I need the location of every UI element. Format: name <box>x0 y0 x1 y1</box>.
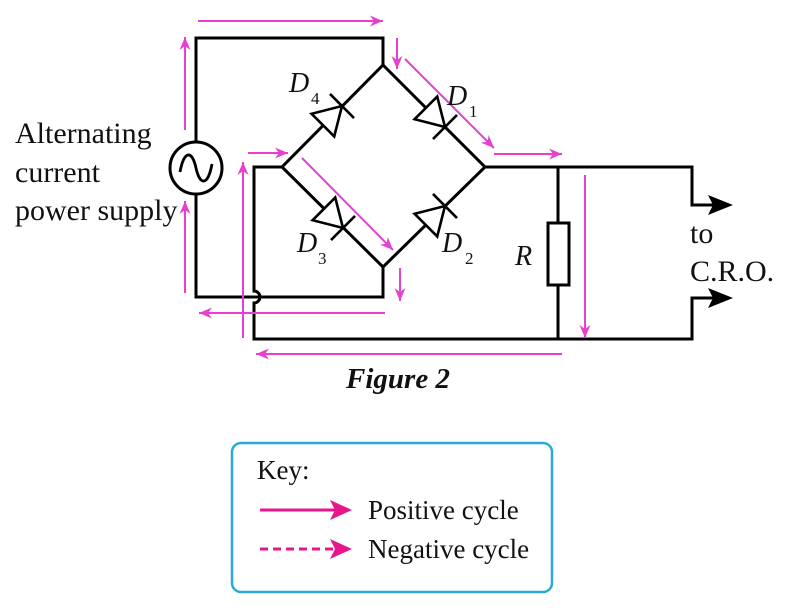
diode-d3-label: D <box>296 228 317 259</box>
legend-negative-label: Negative cycle <box>368 534 529 564</box>
diode-d2-icon <box>412 193 458 239</box>
diode-d4-subscript: 4 <box>311 89 320 108</box>
legend-title: Key: <box>257 455 309 485</box>
output-label-to: to <box>690 217 713 250</box>
current-flow-arrows <box>179 15 591 360</box>
legend-dashed-arrow-icon <box>330 539 352 559</box>
legend-box <box>230 441 554 594</box>
output-label-cro: C.R.O. <box>690 255 774 288</box>
diode-d1-icon <box>412 94 458 140</box>
diode-d1-label: D <box>446 81 467 112</box>
output-arrow-bottom-icon <box>708 288 733 308</box>
legend-solid-arrow-icon <box>330 500 352 520</box>
legend-positive-label: Positive cycle <box>368 495 519 525</box>
circuit-wiring <box>194 36 714 341</box>
source-label-line-3: power supply <box>15 194 177 227</box>
resistor-icon <box>546 221 571 287</box>
legend-item-negative: Negative cycle <box>260 534 529 564</box>
bridge-diamond <box>279 62 488 270</box>
flow-arrow-d3-diagonal <box>301 157 394 251</box>
figure-caption: Figure 2 <box>345 363 450 395</box>
diode-d4-icon <box>309 93 355 139</box>
resistor-label: R <box>514 241 532 272</box>
wire-source-top <box>194 36 385 144</box>
source-label-line-1: Alternating <box>15 117 152 150</box>
flow-arrow-d1-diagonal <box>404 58 495 149</box>
diode-d2-label: D <box>441 228 462 259</box>
wire-source-bottom <box>194 193 385 299</box>
diode-d2-subscript: 2 <box>465 249 474 268</box>
source-label-line-2: current <box>15 156 101 189</box>
output-arrow-top-icon <box>708 195 733 215</box>
legend-key: Key: Positive cycle Negative cycle <box>230 441 554 594</box>
diode-d3-icon <box>310 195 356 241</box>
wire-left-return <box>252 165 714 341</box>
ac-source-icon <box>168 140 224 196</box>
legend-item-positive: Positive cycle <box>260 495 519 525</box>
diode-d1-subscript: 1 <box>469 102 478 121</box>
diode-d3-subscript: 3 <box>318 249 327 268</box>
diode-d4-label: D <box>288 68 309 99</box>
wire-right-output <box>483 165 714 207</box>
